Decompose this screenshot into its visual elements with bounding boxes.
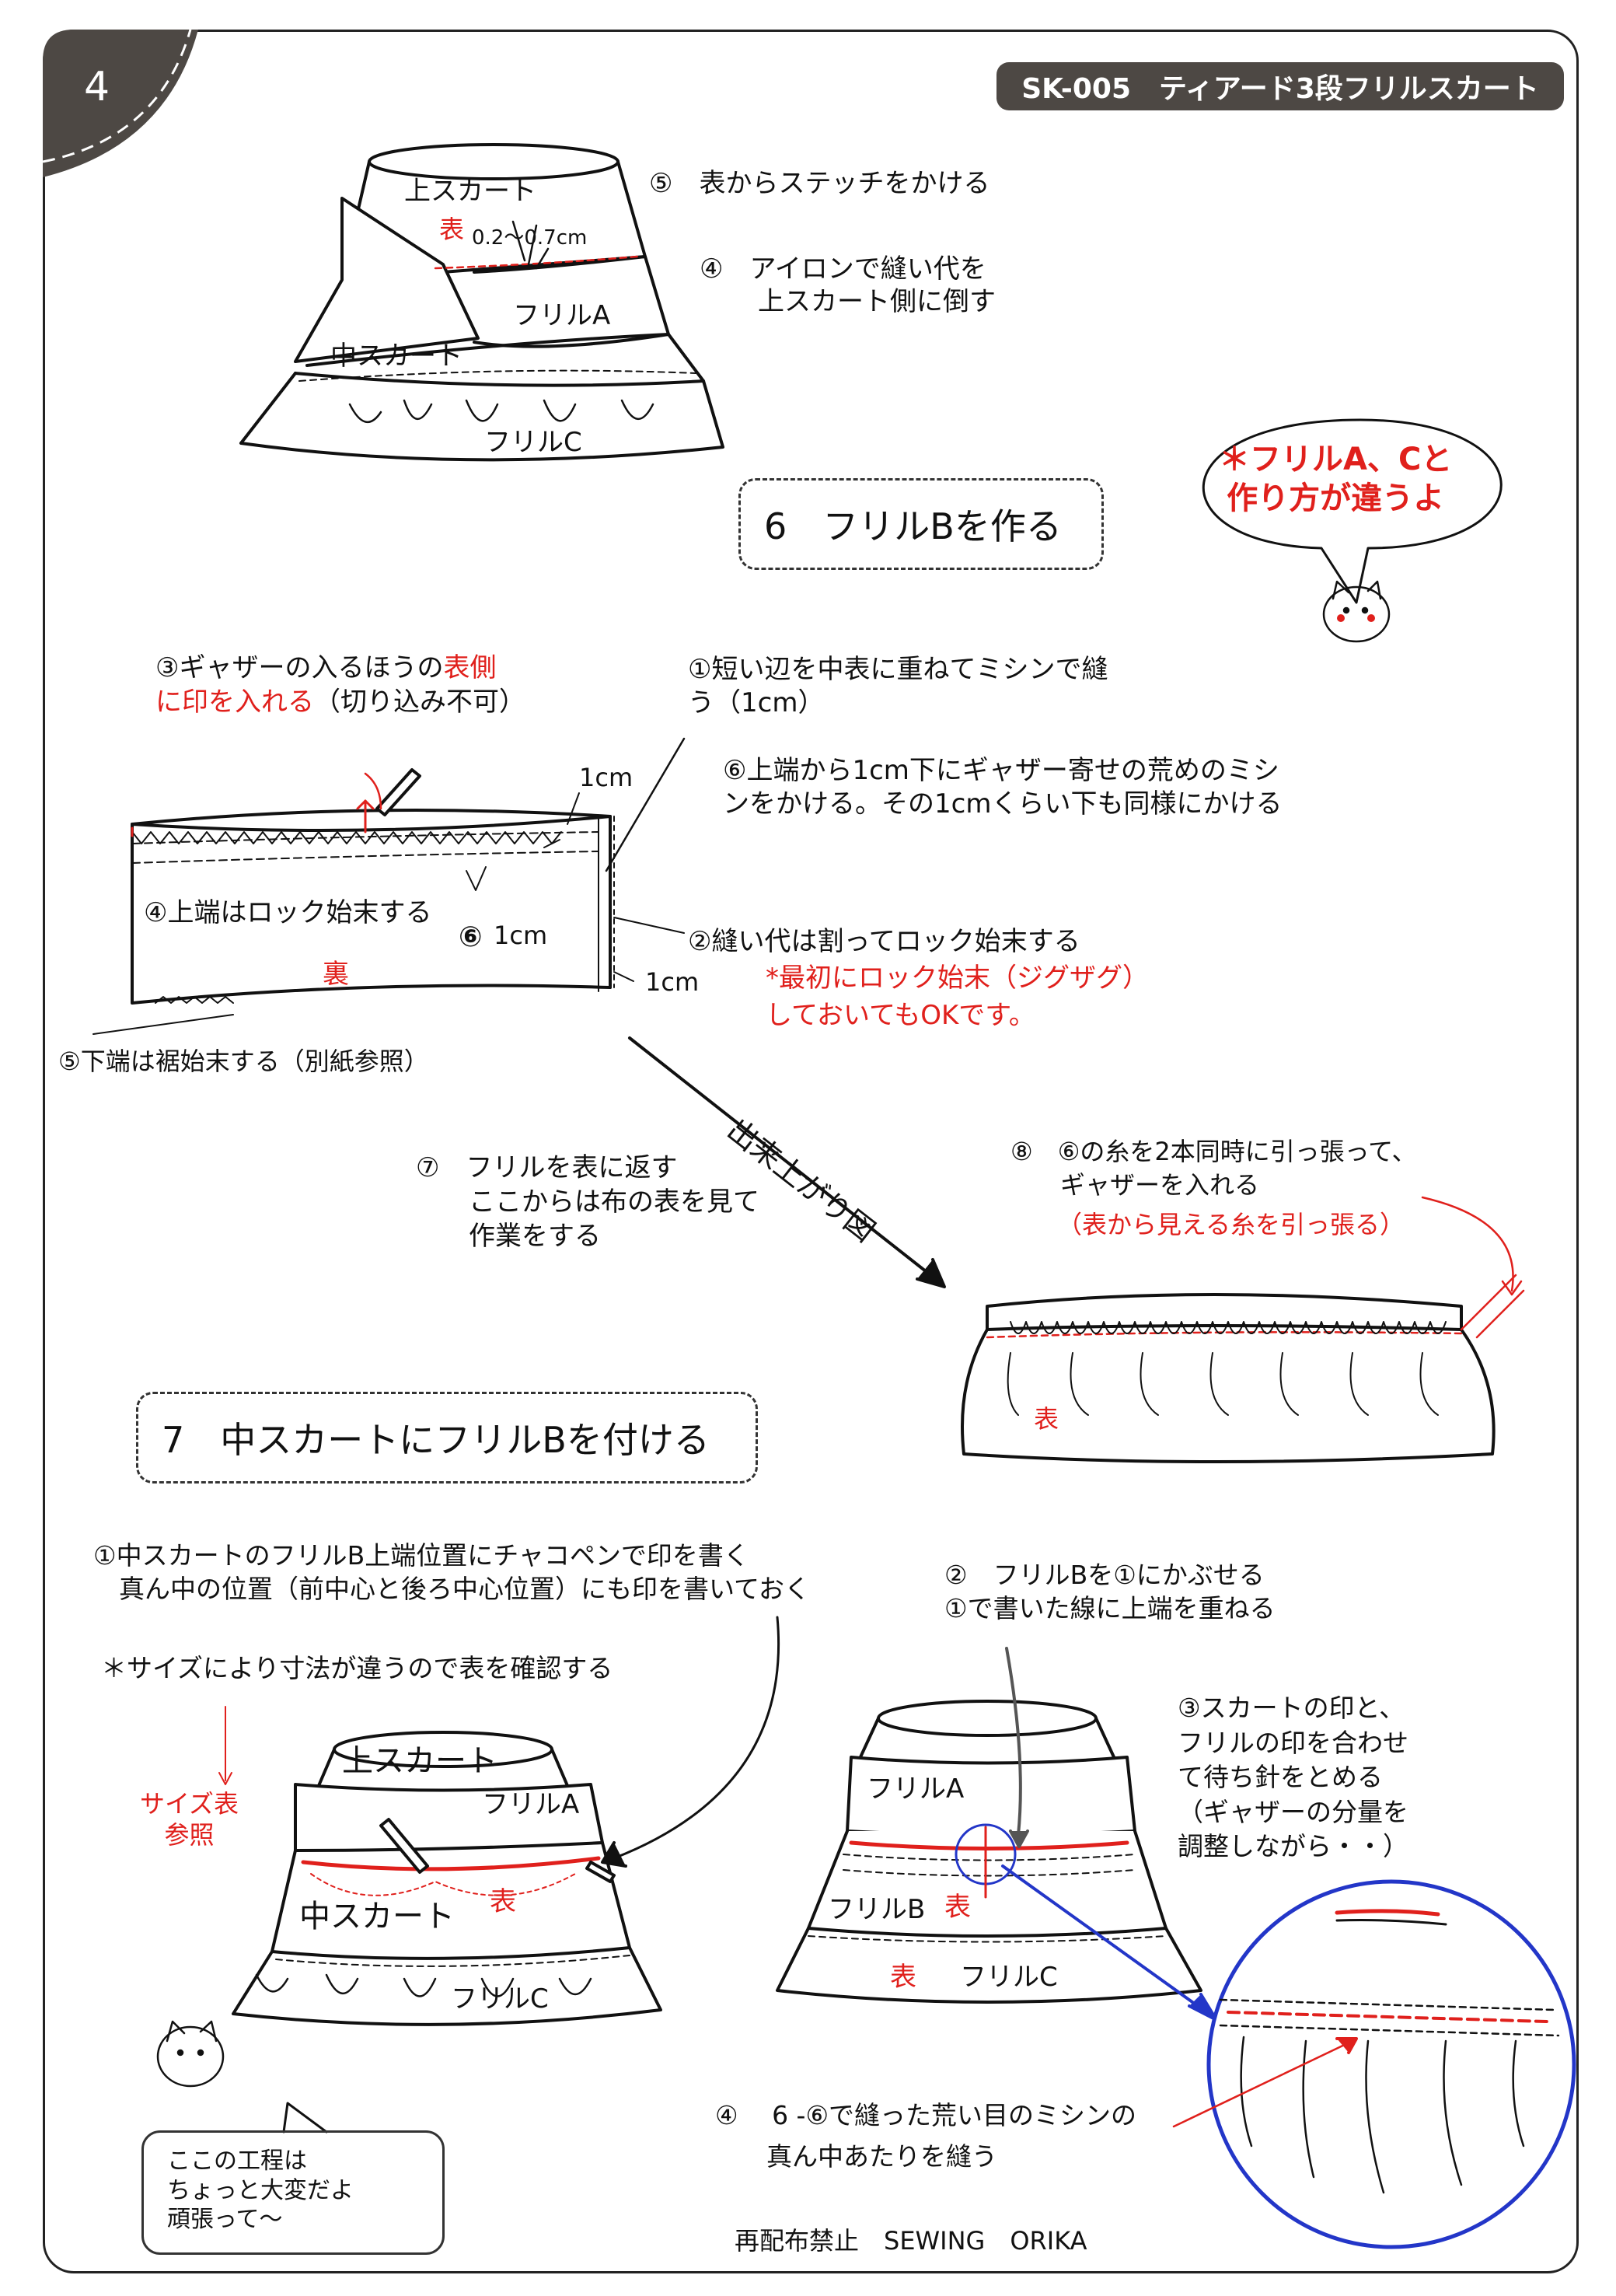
- note1-text: ①短い辺を中表に重ねてミシンで縫 う（1cm）: [688, 654, 1108, 718]
- label-omote: 表: [439, 215, 465, 244]
- frill-b-flat-drawing: [92, 737, 686, 1035]
- note3-black: ③ギャザーの入るほうの: [155, 652, 444, 683]
- s7-note4: ④ 6 -⑥で縫った荒い目のミシンの 真ん中あたりを縫う: [715, 2100, 1137, 2172]
- s7-size-note: ＊サイズにより寸法が違うので表を確認する: [101, 1653, 613, 1683]
- label-frill-a: フリルA: [513, 300, 611, 331]
- label-omote-frill: 表: [1034, 1404, 1059, 1434]
- note5-text: ⑤下端は裾始末する（別紙参照）: [58, 1047, 429, 1076]
- label-measure: 0.2～0.7cm: [472, 226, 588, 250]
- s7-omote2: 表: [944, 1892, 971, 1923]
- s7-frill-a: フリルA: [482, 1789, 580, 1820]
- label-upper-skirt: 上スカート: [404, 176, 536, 207]
- s7-frill-b: フリルB: [828, 1894, 926, 1925]
- label-frill-c: フリルC: [484, 427, 582, 458]
- s7-frill-c: フリルC: [451, 1983, 549, 2015]
- page-frame: [43, 30, 1579, 2273]
- six-label: ⑥: [459, 921, 483, 953]
- section7-title: 7 中スカートにフリルBを付ける: [162, 1419, 710, 1461]
- s7-omote3: 表: [890, 1962, 916, 1993]
- note6-text: ⑥上端から1cm下にギャザー寄せの荒めのミシ ンをかける。その1cmくらい下も同…: [723, 755, 1283, 820]
- section7-heading: 7 中スカートにフリルBを付ける: [136, 1392, 758, 1483]
- cm1-top: 1cm: [579, 763, 633, 792]
- s7-frill-c2: フリルC: [960, 1962, 1058, 1993]
- s7-omote: 表: [490, 1886, 516, 1917]
- s7-note1: ①中スカートのフリルB上端位置にチャコペンで印を書く 真ん中の位置（前中心と後ろ…: [93, 1540, 811, 1604]
- skirt-left-drawing: [218, 1616, 780, 2026]
- speech-bubble-bottom: ここの工程は ちょっと大変だよ 頑張って～: [141, 2130, 445, 2255]
- note2-text: ②縫い代は割ってロック始末する: [688, 926, 1080, 957]
- label-middle-skirt: 中スカート: [330, 341, 462, 372]
- six-cm: 1cm: [494, 921, 548, 950]
- document-title: SK-005 ティアード3段フリルスカート: [996, 62, 1564, 110]
- cat-icon-bottom: [156, 2020, 225, 2088]
- section6-title: 6 フリルBを作る: [764, 505, 1062, 547]
- note3-red: 表側: [443, 652, 497, 683]
- s7-note3: ③スカートの印と、 フリルの印を合わせ て待ち針をとめる （ギャザーの分量を 調…: [1178, 1693, 1408, 1862]
- note4-text: ④上端はロック始末する: [144, 897, 432, 928]
- cat-icon-top: [1322, 580, 1391, 643]
- magnified-detail: [1172, 1879, 1576, 2249]
- page-tab: [43, 30, 198, 177]
- note-red: *最初にロック始末（ジグザグ） しておいてもOKです。: [766, 963, 1149, 1031]
- step7-text: ⑦ フリルを表に返す ここからは布の表を見て 作業をする: [416, 1152, 759, 1253]
- step4-line1: ④ アイロンで縫い代を: [700, 253, 986, 285]
- page-number: 4: [84, 64, 110, 110]
- speech-bottom-text: ここの工程は ちょっと大変だよ 頑張って～: [167, 2147, 354, 2233]
- note3-red2: に印を入れる: [155, 687, 314, 718]
- cm1-side: 1cm: [645, 967, 700, 997]
- bubble-top-text: ＊フリルA、Cと 作り方が違うよ: [1219, 442, 1453, 516]
- s7-middle-skirt: 中スカート: [299, 1899, 455, 1934]
- step8-red: （表から見える糸を引っ張る）: [1057, 1210, 1405, 1239]
- step5-text: ⑤ 表からステッチをかける: [649, 168, 990, 199]
- section6-heading: 6 フリルBを作る: [738, 478, 1104, 570]
- frill-b-finished-drawing: [961, 1196, 1525, 1463]
- step4-line2: 上スカート側に倒す: [758, 286, 996, 317]
- step8-text: ⑧ ⑥の糸を2本同時に引っ張って、 ギャザーを入れる: [1010, 1137, 1417, 1200]
- top-skirt-drawing: [239, 143, 724, 462]
- note3-black2: （切り込み不可）: [314, 687, 525, 718]
- note3-line1: ③ギャザーの入るほうの表側: [155, 652, 496, 685]
- note3-line2: に印を入れる（切り込み不可）: [155, 686, 525, 719]
- s7-note2: ② フリルBを①にかぶせる ①で書いた線に上端を重ねる: [944, 1560, 1276, 1623]
- s7-upper-skirt: 上スカート: [342, 1743, 497, 1779]
- s7-frill-a2: フリルA: [867, 1774, 965, 1805]
- s7-size-table: サイズ表 参照: [140, 1789, 239, 1850]
- footer-notice: 再配布禁止 SEWING ORIKA: [735, 2226, 1087, 2256]
- speech-tail: [282, 2102, 328, 2133]
- skirt-right-drawing: [776, 1647, 1218, 2022]
- label-ura: 裏: [323, 959, 349, 990]
- speech-bubble-top: [1202, 418, 1503, 604]
